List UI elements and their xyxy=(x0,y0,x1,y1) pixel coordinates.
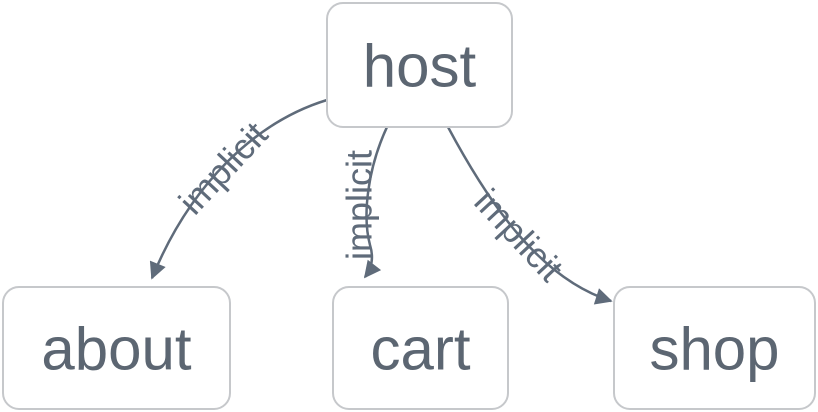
edge-host-about: implicit xyxy=(149,98,328,280)
edge-host-shop: implicit xyxy=(446,126,613,305)
edge-line xyxy=(363,126,389,279)
node-box xyxy=(613,286,816,410)
node-about: about xyxy=(2,286,231,410)
node-box xyxy=(332,286,509,410)
node-box xyxy=(2,286,231,410)
node-box xyxy=(326,2,513,128)
node-label: cart xyxy=(370,316,470,383)
edge-line xyxy=(446,126,613,305)
node-label: about xyxy=(41,316,191,383)
node-label: host xyxy=(363,33,477,100)
edge-label: implicit xyxy=(339,150,380,260)
node-shop: shop xyxy=(613,286,816,410)
edge-host-cart: implicit xyxy=(339,126,389,279)
node-host: host xyxy=(326,2,513,128)
edge-label: implicit xyxy=(466,181,571,289)
node-label: shop xyxy=(649,316,779,383)
edge-line xyxy=(149,98,328,280)
edge-label: implicit xyxy=(170,114,275,222)
node-cart: cart xyxy=(332,286,509,410)
